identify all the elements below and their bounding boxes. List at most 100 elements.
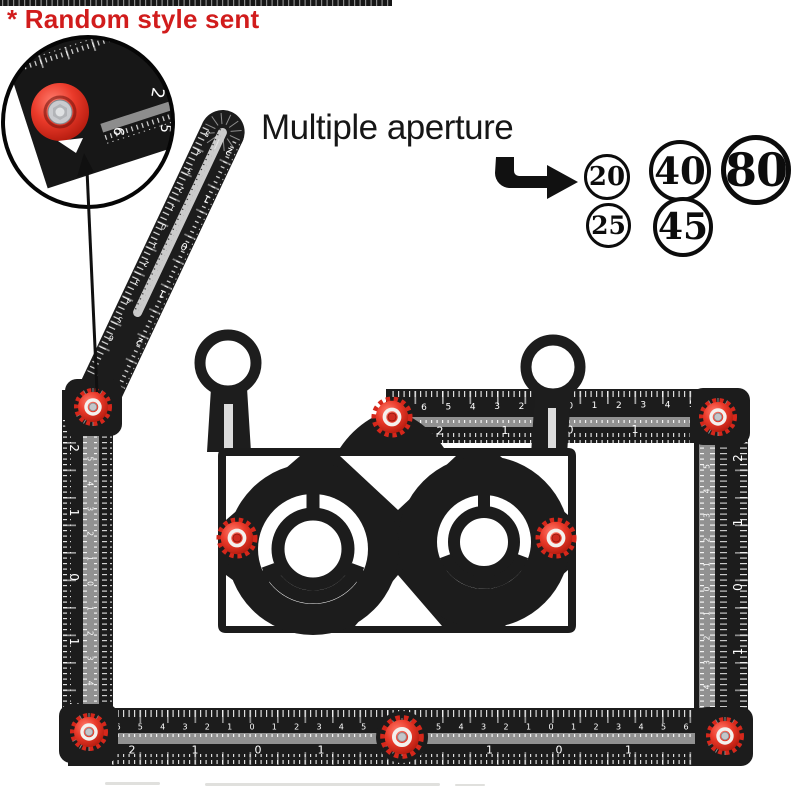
svg-text:4: 4 — [86, 681, 95, 686]
svg-text:6: 6 — [107, 333, 115, 343]
aperture-size-badge-80: 80 — [721, 135, 791, 205]
svg-text:0: 0 — [548, 723, 553, 732]
aperture-template-plate — [194, 329, 586, 635]
svg-text:0: 0 — [179, 239, 189, 252]
random-style-note: * Random style sent — [7, 4, 260, 34]
aperture-size-value: 20 — [588, 162, 626, 192]
svg-text:3: 3 — [186, 166, 194, 176]
aperture-size-value: 40 — [654, 149, 706, 193]
feature-label: Multiple aperture — [261, 108, 514, 147]
svg-text:5: 5 — [86, 457, 95, 462]
svg-text:3: 3 — [481, 723, 486, 732]
svg-text:0: 0 — [255, 744, 262, 757]
svg-text:2: 2 — [224, 144, 234, 157]
svg-text:6: 6 — [683, 723, 688, 732]
svg-text:1: 1 — [526, 723, 531, 732]
svg-text:1: 1 — [625, 744, 632, 757]
svg-text:1: 1 — [227, 723, 232, 732]
svg-text:2: 2 — [294, 723, 299, 732]
svg-text:5: 5 — [436, 723, 441, 732]
svg-text:2: 2 — [593, 723, 598, 732]
svg-text:4: 4 — [470, 402, 476, 412]
svg-text:1: 1 — [86, 556, 95, 561]
svg-text:3: 3 — [616, 723, 621, 732]
svg-text:2: 2 — [129, 744, 136, 757]
svg-text:0: 0 — [159, 221, 167, 231]
svg-text:2: 2 — [519, 402, 525, 412]
magnifier-number: 2 — [146, 86, 168, 100]
svg-text:1: 1 — [86, 606, 95, 611]
svg-text:4: 4 — [86, 481, 95, 486]
svg-text:0: 0 — [556, 744, 563, 757]
svg-text:1: 1 — [703, 562, 712, 567]
svg-text:2: 2 — [67, 444, 81, 452]
top-edge-ruler-strip — [0, 0, 392, 6]
svg-text:5: 5 — [138, 723, 143, 732]
svg-text:2: 2 — [86, 631, 95, 636]
aperture-size-value: 45 — [657, 206, 709, 248]
svg-text:4: 4 — [124, 296, 132, 306]
svg-text:0: 0 — [731, 583, 745, 591]
svg-text:2: 2 — [703, 635, 712, 640]
svg-text:1: 1 — [592, 401, 598, 411]
svg-text:5: 5 — [116, 314, 124, 324]
magnifier-number: 5 — [157, 123, 174, 133]
svg-text:2: 2 — [135, 334, 145, 347]
svg-text:2: 2 — [142, 259, 150, 269]
bottom-right-slot-scale: 6543210123456 — [413, 723, 688, 732]
svg-text:2: 2 — [86, 531, 95, 536]
svg-text:3: 3 — [316, 723, 321, 732]
aperture-size-badge-45: 45 — [653, 197, 713, 257]
aperture-size-badge-25: 25 — [586, 203, 631, 248]
svg-text:5: 5 — [661, 723, 666, 732]
knob-notch — [58, 138, 83, 153]
svg-text:2: 2 — [616, 401, 622, 411]
svg-text:1: 1 — [67, 638, 81, 646]
svg-text:1: 1 — [486, 744, 493, 757]
svg-text:1: 1 — [731, 519, 745, 527]
svg-text:0: 0 — [67, 573, 81, 581]
svg-text:0: 0 — [703, 586, 712, 591]
svg-text:4: 4 — [339, 723, 344, 732]
svg-text:4: 4 — [703, 684, 712, 689]
svg-text:2: 2 — [205, 723, 210, 732]
right-aperture-disc — [398, 456, 570, 628]
svg-text:5: 5 — [703, 464, 712, 469]
svg-text:3: 3 — [86, 656, 95, 661]
aperture-size-value: 80 — [725, 143, 788, 197]
zoom-pointer-arrowhead — [77, 153, 94, 177]
svg-text:4: 4 — [458, 723, 463, 732]
right-handle-ring — [520, 334, 586, 400]
svg-text:1: 1 — [632, 423, 639, 436]
svg-text:6: 6 — [421, 403, 427, 413]
svg-text:1: 1 — [731, 648, 745, 656]
svg-text:3: 3 — [494, 402, 500, 412]
svg-text:2: 2 — [703, 537, 712, 542]
svg-text:3: 3 — [703, 513, 712, 518]
left-aperture-disc — [227, 463, 399, 635]
svg-text:1: 1 — [318, 744, 325, 757]
aperture-size-value: 25 — [591, 211, 626, 240]
bent-arrow-icon — [495, 157, 578, 199]
svg-text:4: 4 — [194, 147, 202, 157]
svg-text:1: 1 — [67, 509, 81, 517]
svg-text:3: 3 — [182, 723, 187, 732]
svg-text:4: 4 — [638, 723, 643, 732]
svg-text:1: 1 — [571, 723, 576, 732]
svg-text:5: 5 — [203, 129, 211, 139]
svg-text:1: 1 — [703, 611, 712, 616]
svg-text:5: 5 — [445, 403, 451, 413]
svg-text:1: 1 — [168, 203, 176, 213]
magnifier-detail: 2 5 6 — [1, 35, 175, 393]
svg-text:3: 3 — [640, 401, 646, 411]
svg-text:5: 5 — [361, 723, 366, 732]
svg-text:1: 1 — [272, 723, 277, 732]
svg-text:2: 2 — [503, 723, 508, 732]
